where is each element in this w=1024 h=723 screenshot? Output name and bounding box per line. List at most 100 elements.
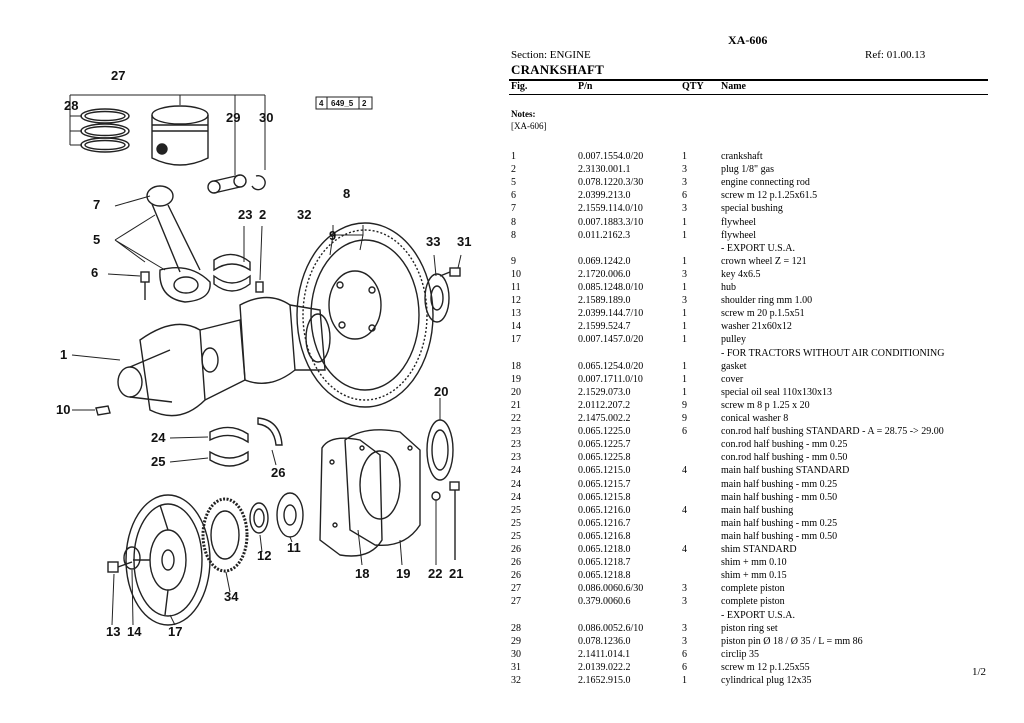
cell-pn: 2.1720.006.0 <box>578 268 631 280</box>
cell-qty: 1 <box>682 308 687 320</box>
cell-name: complete piston <box>721 596 785 608</box>
callout-label: 28 <box>64 98 78 113</box>
cell-qty: 9 <box>682 413 687 424</box>
cell-name: main half bushing - mm 0.50 <box>721 530 838 542</box>
cell-name: flywheel <box>721 216 756 228</box>
cell-qty: 1 <box>682 360 687 372</box>
page-title: CRANKSHAFT <box>511 62 605 77</box>
cell-pn: 2.1411.014.1 <box>578 648 631 660</box>
cell-qty: 6 <box>682 426 687 438</box>
column-header-name: Name <box>721 81 746 92</box>
cell-name: special oil seal 110x130x13 <box>721 386 832 398</box>
cell-name: cylindrical plug 12x35 <box>721 675 812 686</box>
cell-pn: 0.007.1711.0/10 <box>578 373 643 385</box>
cell-fig: 25 <box>511 504 521 516</box>
notes-label: Notes: <box>511 109 536 119</box>
piston <box>151 105 209 166</box>
table-row: - EXPORT U.S.A. <box>0 609 1024 622</box>
cell-fig: 21 <box>511 399 521 411</box>
cell-fig: 23 <box>511 439 521 451</box>
callout-label: 5 <box>93 232 100 247</box>
cell-name: washer 21x60x12 <box>721 321 792 333</box>
cell-fig: 26 <box>511 544 521 555</box>
cell-name: - FOR TRACTORS WITHOUT AIR CONDITIONING <box>721 347 945 359</box>
cell-pn: 2.1599.524.7 <box>578 321 631 333</box>
cell-name: con.rod half bushing - mm 0.25 <box>721 439 848 451</box>
cell-pn: 0.065.1215.7 <box>578 478 631 490</box>
cell-fig: 26 <box>511 570 521 582</box>
callout-label: 26 <box>271 465 285 480</box>
callout-label: 12 <box>257 548 271 563</box>
cell-pn: 0.065.1218.7 <box>578 557 631 569</box>
cell-qty: 9 <box>682 399 687 411</box>
cell-pn: 0.065.1225.7 <box>578 439 631 451</box>
column-header-qty: QTY <box>682 81 704 92</box>
pulley-screw <box>107 561 133 573</box>
cell-name: shim + mm 0.15 <box>721 570 787 582</box>
callout-label: 31 <box>457 234 471 249</box>
cell-pn: 2.1559.114.0/10 <box>578 203 643 215</box>
callout-label: 30 <box>259 110 273 125</box>
cell-pn: 2.1475.002.2 <box>578 413 631 424</box>
cell-pn: 0.065.1216.8 <box>578 530 631 542</box>
cell-name: shim STANDARD <box>721 544 797 555</box>
cell-qty: 3 <box>682 596 687 608</box>
cell-fig: 18 <box>511 360 521 372</box>
cell-name: crankshaft <box>721 151 763 162</box>
cell-pn: 0.379.0060.6 <box>578 596 631 608</box>
cell-name: engine connecting rod <box>721 177 810 189</box>
cell-pn: 2.1529.073.0 <box>578 386 631 398</box>
cell-qty: 1 <box>682 386 687 398</box>
callout-label: 24 <box>151 430 166 445</box>
cell-name: flywheel <box>721 229 756 241</box>
cell-fig: 17 <box>511 334 521 346</box>
cell-qty: 3 <box>682 635 687 647</box>
cell-pn: 0.011.2162.3 <box>578 229 631 241</box>
cell-qty: 1 <box>682 373 687 385</box>
table-row: - FOR TRACTORS WITHOUT AIR CONDITIONING <box>0 347 1024 360</box>
cover-screw <box>449 481 460 560</box>
cell-pn: 2.0399.213.0 <box>578 190 631 202</box>
cell-fig: 23 <box>511 426 521 438</box>
cell-name: - EXPORT U.S.A. <box>721 609 795 621</box>
cell-pn: 2.0139.022.2 <box>578 661 631 673</box>
callout-label: 34 <box>224 589 239 604</box>
cell-name: piston pin Ø 18 / Ø 35 / L = mm 86 <box>721 635 863 647</box>
gear-wheel <box>201 497 249 573</box>
cell-name: conical washer 8 <box>721 413 789 424</box>
cell-qty: 4 <box>682 544 687 555</box>
callout-label: 29 <box>226 110 240 125</box>
page-number: 1/2 <box>972 666 987 678</box>
cell-pn: 2.1589.189.0 <box>578 295 631 307</box>
cell-qty: 6 <box>682 190 687 202</box>
cell-pn: 0.065.1215.8 <box>578 491 631 503</box>
cell-fig: 26 <box>511 557 521 569</box>
cell-name: circlip 35 <box>721 648 760 660</box>
cell-name: main half bushing - mm 0.50 <box>721 491 838 503</box>
cell-name: piston ring set <box>721 622 778 634</box>
cell-name: main half bushing - mm 0.25 <box>721 517 838 529</box>
cell-name: screw m 12 p.1.25x61.5 <box>721 190 818 202</box>
table-row: - EXPORT U.S.A. <box>0 242 1024 255</box>
table-row: 23 0.065.1225.7 con.rod half bushing - mm … <box>0 438 1024 451</box>
shim <box>257 417 283 446</box>
callout-label: 6 <box>91 265 98 280</box>
cell-fig: 5 <box>511 177 516 189</box>
cell-qty: 4 <box>682 465 687 477</box>
callout-label: 11 <box>287 540 301 555</box>
column-header-fig: Fig. <box>511 81 528 92</box>
cell-qty: 3 <box>682 164 687 176</box>
cell-fig: 2 <box>511 164 516 176</box>
